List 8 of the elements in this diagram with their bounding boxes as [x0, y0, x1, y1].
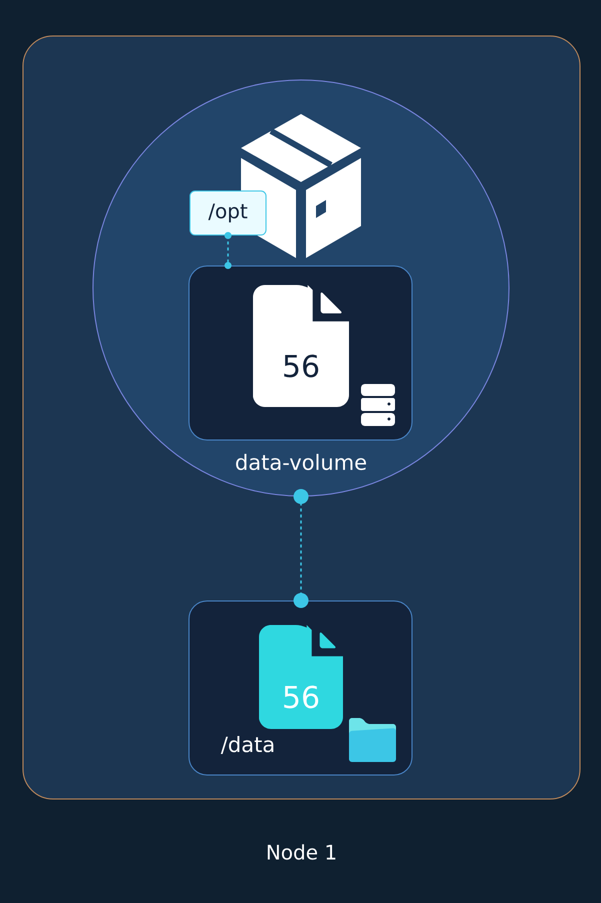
- node-label: Node 1: [268, 844, 336, 860]
- file-number: 56: [284, 686, 318, 708]
- connector: [294, 489, 308, 608]
- connector: [224, 232, 232, 269]
- volume-name: data-volume: [236, 454, 366, 470]
- mount-path: /data: [220, 736, 274, 754]
- path-label: /opt: [190, 190, 266, 236]
- file-number: 56: [284, 354, 318, 378]
